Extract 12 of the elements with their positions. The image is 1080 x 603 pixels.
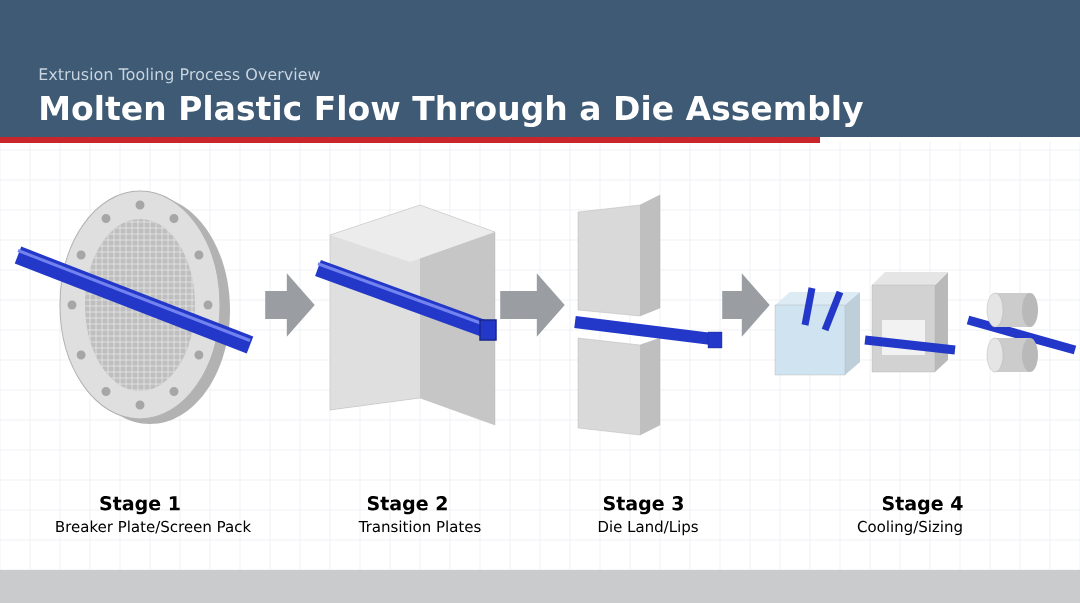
title: Molten Plastic Flow Through a Die Assembly [41, 94, 863, 128]
node-label: Stage 2 [367, 496, 447, 515]
stage-description: Breaker Plate/Screen Pack [56, 520, 252, 534]
node-label: Stage 1 [100, 496, 180, 515]
die-lips-drawing: Stage 3 [574, 194, 723, 515]
stage-description: Transition Plates [358, 520, 481, 533]
subtitle: Extrusion Tooling Process Overview [39, 67, 320, 84]
cooling-sizing-drawing: Stage 4 [774, 272, 1077, 515]
node-label: Stage 3 [603, 496, 683, 515]
breaker-plate-drawing: Stage 1 [14, 190, 254, 515]
transition-plate-drawing: Stage 2 [315, 204, 497, 515]
node-label: Stage 4 [882, 496, 963, 515]
